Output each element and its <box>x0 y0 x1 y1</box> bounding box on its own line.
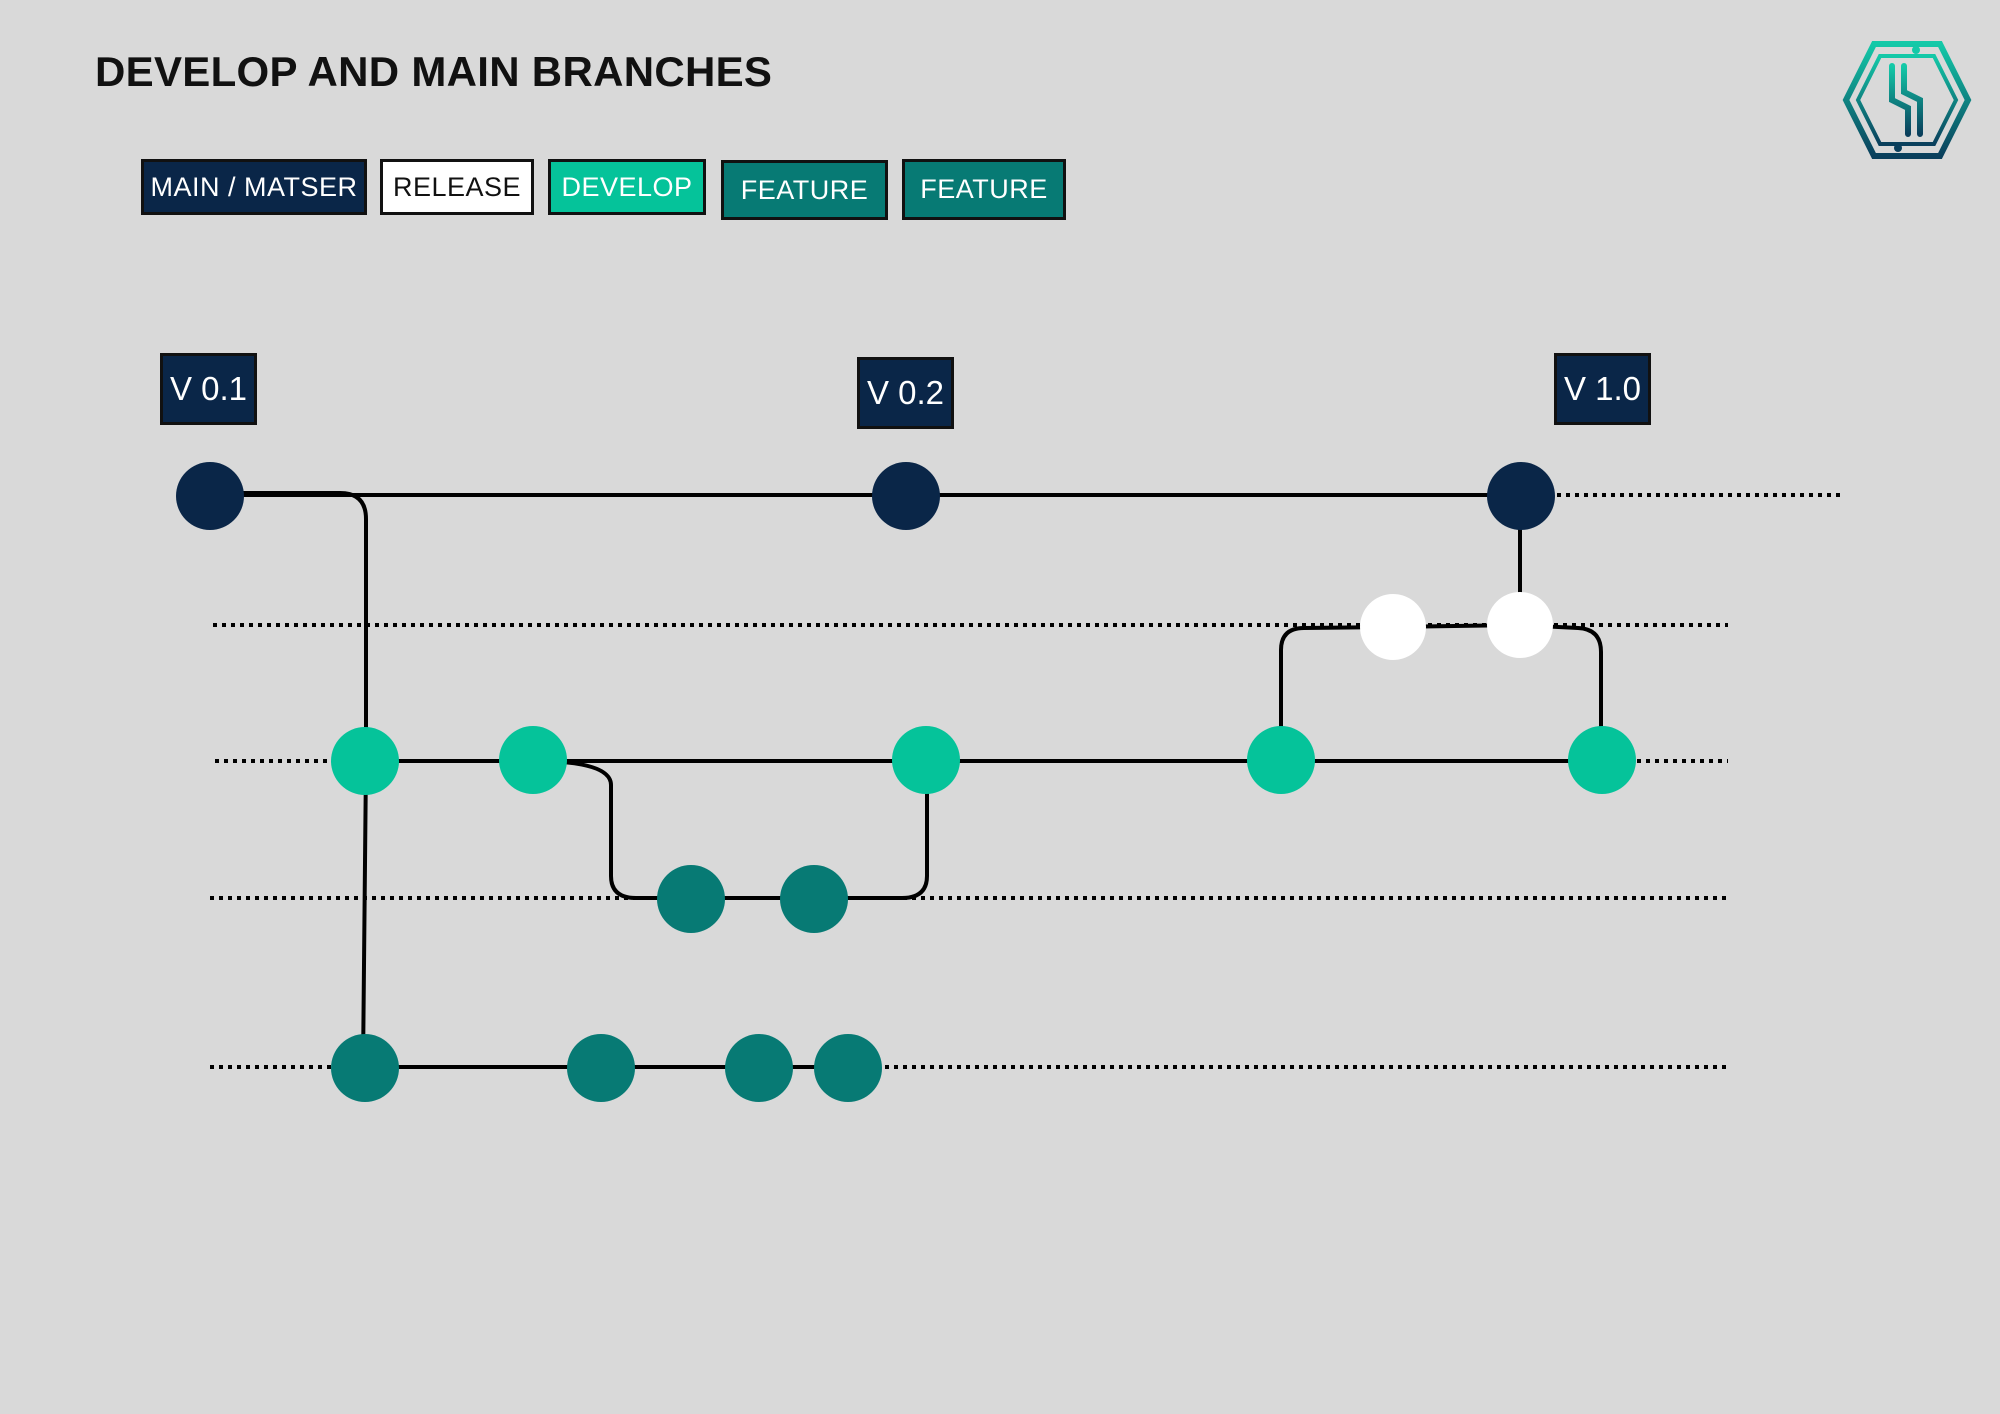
version-tag-v01: V 0.1 <box>160 353 257 425</box>
legend-feature-2: FEATURE <box>902 159 1066 220</box>
feature-commit <box>657 865 725 933</box>
main-commit <box>176 462 244 530</box>
feature-commit <box>725 1034 793 1102</box>
version-tag-v10: V 1.0 <box>1554 353 1651 425</box>
feature-commit <box>567 1034 635 1102</box>
main-commit <box>872 462 940 530</box>
feature-commit <box>814 1034 882 1102</box>
release-commit <box>1487 592 1553 658</box>
release-commit <box>1360 594 1426 660</box>
commits <box>176 462 1636 1102</box>
develop-commit <box>892 726 960 794</box>
hexagon-circuit-logo-icon <box>1842 41 1972 159</box>
version-tag-v02: V 0.2 <box>857 357 954 429</box>
develop-commit <box>331 727 399 795</box>
legend-main: MAIN / MATSER <box>141 159 367 215</box>
legend-develop: DEVELOP <box>548 159 706 215</box>
develop-to-feature1-branch <box>532 759 929 900</box>
main-to-develop-branch <box>208 491 368 763</box>
main-commit <box>1487 462 1555 530</box>
develop-to-release-branch <box>1279 623 1603 763</box>
develop-commit <box>499 726 567 794</box>
feature-commit <box>331 1034 399 1102</box>
develop-to-feature2-branch <box>361 759 368 1069</box>
develop-commit <box>1247 726 1315 794</box>
feature-commit <box>780 865 848 933</box>
legend-feature-1: FEATURE <box>721 160 888 220</box>
legend-release: RELEASE <box>380 159 534 215</box>
page-title: DEVELOP AND MAIN BRANCHES <box>95 48 773 95</box>
develop-commit <box>1568 726 1636 794</box>
